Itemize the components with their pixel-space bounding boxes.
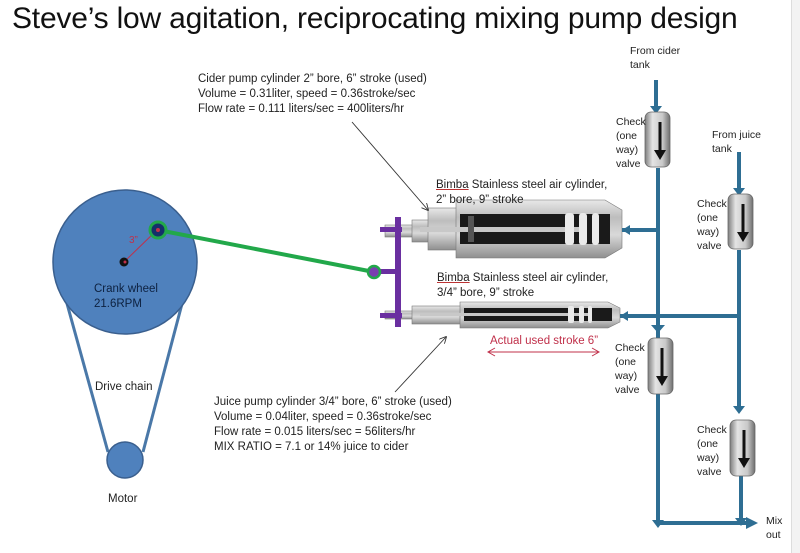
upper-cylinder-brand: Bimba [436, 179, 469, 191]
lower-cylinder-brand: Bimba [437, 272, 470, 284]
juice-lower-valve-arrow-icon [733, 406, 745, 414]
wrist-pin [366, 264, 382, 280]
mix-ratio: MIX RATIO = 7.1 or 14% juice to cider [214, 441, 409, 453]
check-valve-label-line: Check [697, 424, 727, 436]
check-valve-label-line: way) [697, 226, 720, 238]
check-valve-cider-upper [644, 111, 671, 168]
yoke [374, 217, 402, 327]
check-valve-label-line: way) [615, 370, 638, 382]
cider-note-leader-arrow [351, 121, 428, 210]
juice-inlet-arrow-icon [733, 188, 745, 196]
upper-cylinder-label: Bimba Stainless steel air cylinder, 2” b… [436, 178, 607, 208]
cider-source-line1: From cider [630, 45, 681, 57]
upper-cylinder-port-arrow-icon [622, 225, 630, 235]
check-valve-label-line: way) [616, 144, 639, 156]
cider-inlet-arrow-icon [650, 106, 662, 114]
check-valve-label-line: (one [615, 356, 637, 368]
cider-pump-volume: Volume = 0.31liter, speed = 0.36stroke/s… [198, 88, 416, 100]
cider-pump-spec: Cider pump cylinder 2” bore, 6” stroke (… [198, 73, 427, 85]
lower-cylinder-label: Bimba Stainless steel air cylinder, 3/4”… [437, 271, 608, 301]
crank-wheel-speed: 21.6RPM [94, 298, 142, 310]
upper-cylinder-spec: 2” bore, 9” stroke [436, 194, 524, 206]
flow-arrow-icon [654, 150, 666, 160]
check-valve-label-line: Check [697, 198, 727, 210]
drive-chain [64, 299, 185, 453]
flow-arrow-icon [656, 376, 668, 386]
juice-source-line2: tank [712, 143, 732, 155]
check-valve-label-line: way) [697, 452, 720, 464]
check-valve-label-cider-upper: Check (one way) valve [616, 115, 646, 171]
slide-edge [791, 0, 800, 553]
mix-out-arrow-icon [746, 517, 758, 529]
check-valve-label-line: (one [616, 130, 638, 142]
motor-label: Motor [108, 493, 138, 505]
cider-pump-note: Cider pump cylinder 2” bore, 6” stroke (… [198, 72, 427, 117]
check-valve-label-line: valve [697, 466, 722, 478]
check-valve-label-line: valve [616, 158, 641, 170]
lower-cylinder-graphic [384, 301, 621, 329]
crank-wheel-label: Crank wheel 21.6RPM [94, 282, 158, 312]
check-valve-label-cider-lower: Check (one way) valve [615, 341, 645, 397]
juice-pipe [620, 152, 743, 522]
flow-arrow-icon [737, 232, 749, 242]
upper-cylinder-graphic [384, 199, 623, 259]
check-valve-label-juice-lower: Check (one way) valve [697, 423, 727, 479]
motor-pulley [106, 441, 144, 479]
mix-out-line1: Mix [766, 515, 783, 527]
juice-pump-flow: Flow rate = 0.015 liters/sec = 56liters/… [214, 426, 416, 438]
axle-center-dot [123, 260, 127, 264]
lower-cylinder-desc: Stainless steel air cylinder, [469, 272, 609, 284]
check-valve-cider-lower [647, 337, 674, 395]
drive-chain-label: Drive chain [95, 381, 153, 393]
lower-cylinder-port-arrow-icon [620, 311, 628, 321]
juice-source-label: From juice tank [712, 128, 761, 156]
check-valve-label-line: Check [616, 116, 646, 128]
juice-note-leader-arrow [394, 337, 446, 393]
check-valve-label-line: Check [615, 342, 645, 354]
lower-valve-inlet-arrow-icon [651, 325, 665, 333]
crank-wheel-name: Crank wheel [94, 283, 158, 295]
mix-out-label: Mix out [766, 514, 782, 542]
cider-pump-flow: Flow rate = 0.111 liters/sec = 400liters… [198, 103, 405, 115]
check-valve-juice-upper [727, 193, 754, 250]
check-valve-label-line: (one [697, 212, 719, 224]
crank-radius-label: 3” [129, 235, 138, 246]
juice-source-line1: From juice [712, 129, 762, 141]
cider-source-line2: tank [630, 59, 650, 71]
check-valve-label-juice-upper: Check (one way) valve [697, 197, 727, 253]
stroke-dimension-arrow [486, 347, 601, 357]
lower-cylinder-spec: 3/4” bore, 9” stroke [437, 287, 535, 299]
check-valve-label-line: valve [697, 240, 722, 252]
juice-pump-spec: Juice pump cylinder 3/4” bore, 6” stroke… [214, 396, 452, 408]
check-valve-juice-lower [729, 419, 756, 477]
connecting-rod [157, 228, 375, 274]
stroke-annotation: Actual used stroke 6” [490, 335, 599, 347]
juice-pump-volume: Volume = 0.04liter, speed = 0.36stroke/s… [214, 411, 432, 423]
check-valve-label-line: valve [615, 384, 640, 396]
upper-cylinder-desc: Stainless steel air cylinder, [468, 179, 608, 191]
crank-pin-center [156, 228, 160, 232]
check-valve-label-line: (one [697, 438, 719, 450]
flow-arrow-icon [738, 458, 750, 468]
mix-out-line2: out [766, 529, 781, 541]
cider-source-label: From cider tank [630, 44, 680, 72]
juice-pump-note: Juice pump cylinder 3/4” bore, 6” stroke… [214, 395, 452, 455]
page-title: Steve’s low agitation, reciprocating mix… [12, 2, 738, 35]
